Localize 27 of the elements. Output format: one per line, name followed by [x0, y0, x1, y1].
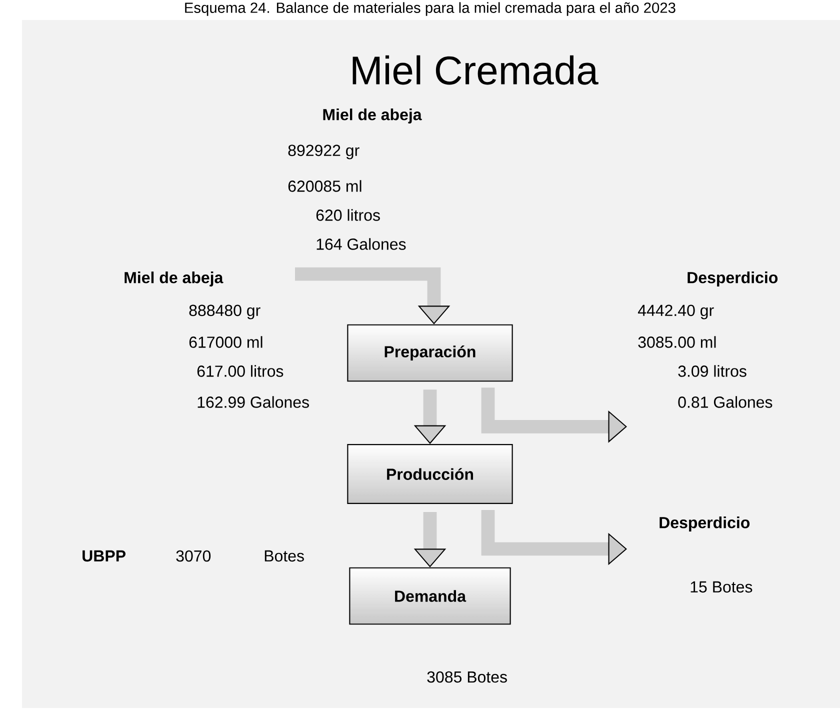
- caption: Esquema 24. Balance de materiales para la miel cremada para el año 2023: [185, 2, 676, 16]
- label: 3070: [176, 550, 211, 562]
- label: 4442.40 gr: [638, 304, 714, 320]
- label: 617000 ml: [189, 336, 262, 348]
- label: Desperdicio: [660, 516, 750, 532]
- label: Miel de abeja: [323, 108, 422, 124]
- label: 892922 gr: [288, 144, 360, 160]
- process-box: Demanda: [349, 567, 511, 625]
- label: Desperdicio: [688, 272, 778, 286]
- label: Botes: [264, 550, 304, 562]
- label: 3.09 litros: [678, 365, 746, 377]
- process-box: Producción: [347, 444, 513, 504]
- label: 620 litros: [316, 209, 380, 221]
- label: 617.00 litros: [197, 365, 284, 377]
- title: Miel Cremada: [352, 55, 598, 85]
- label: 888480 gr: [189, 304, 260, 320]
- label: 15 Botes: [690, 581, 752, 593]
- label: UBPP: [82, 550, 126, 562]
- label: 3085 Botes: [427, 671, 507, 683]
- label: 3085.00 ml: [638, 336, 716, 348]
- label: Miel de abeja: [124, 272, 224, 286]
- block-arrow: [295, 267, 450, 324]
- label: 0.81 Galones: [678, 396, 772, 408]
- label: 162.99 Galones: [198, 396, 309, 408]
- label: 164 Galones: [316, 238, 406, 250]
- label: 620085 ml: [288, 180, 362, 192]
- process-box: Preparación: [347, 324, 513, 382]
